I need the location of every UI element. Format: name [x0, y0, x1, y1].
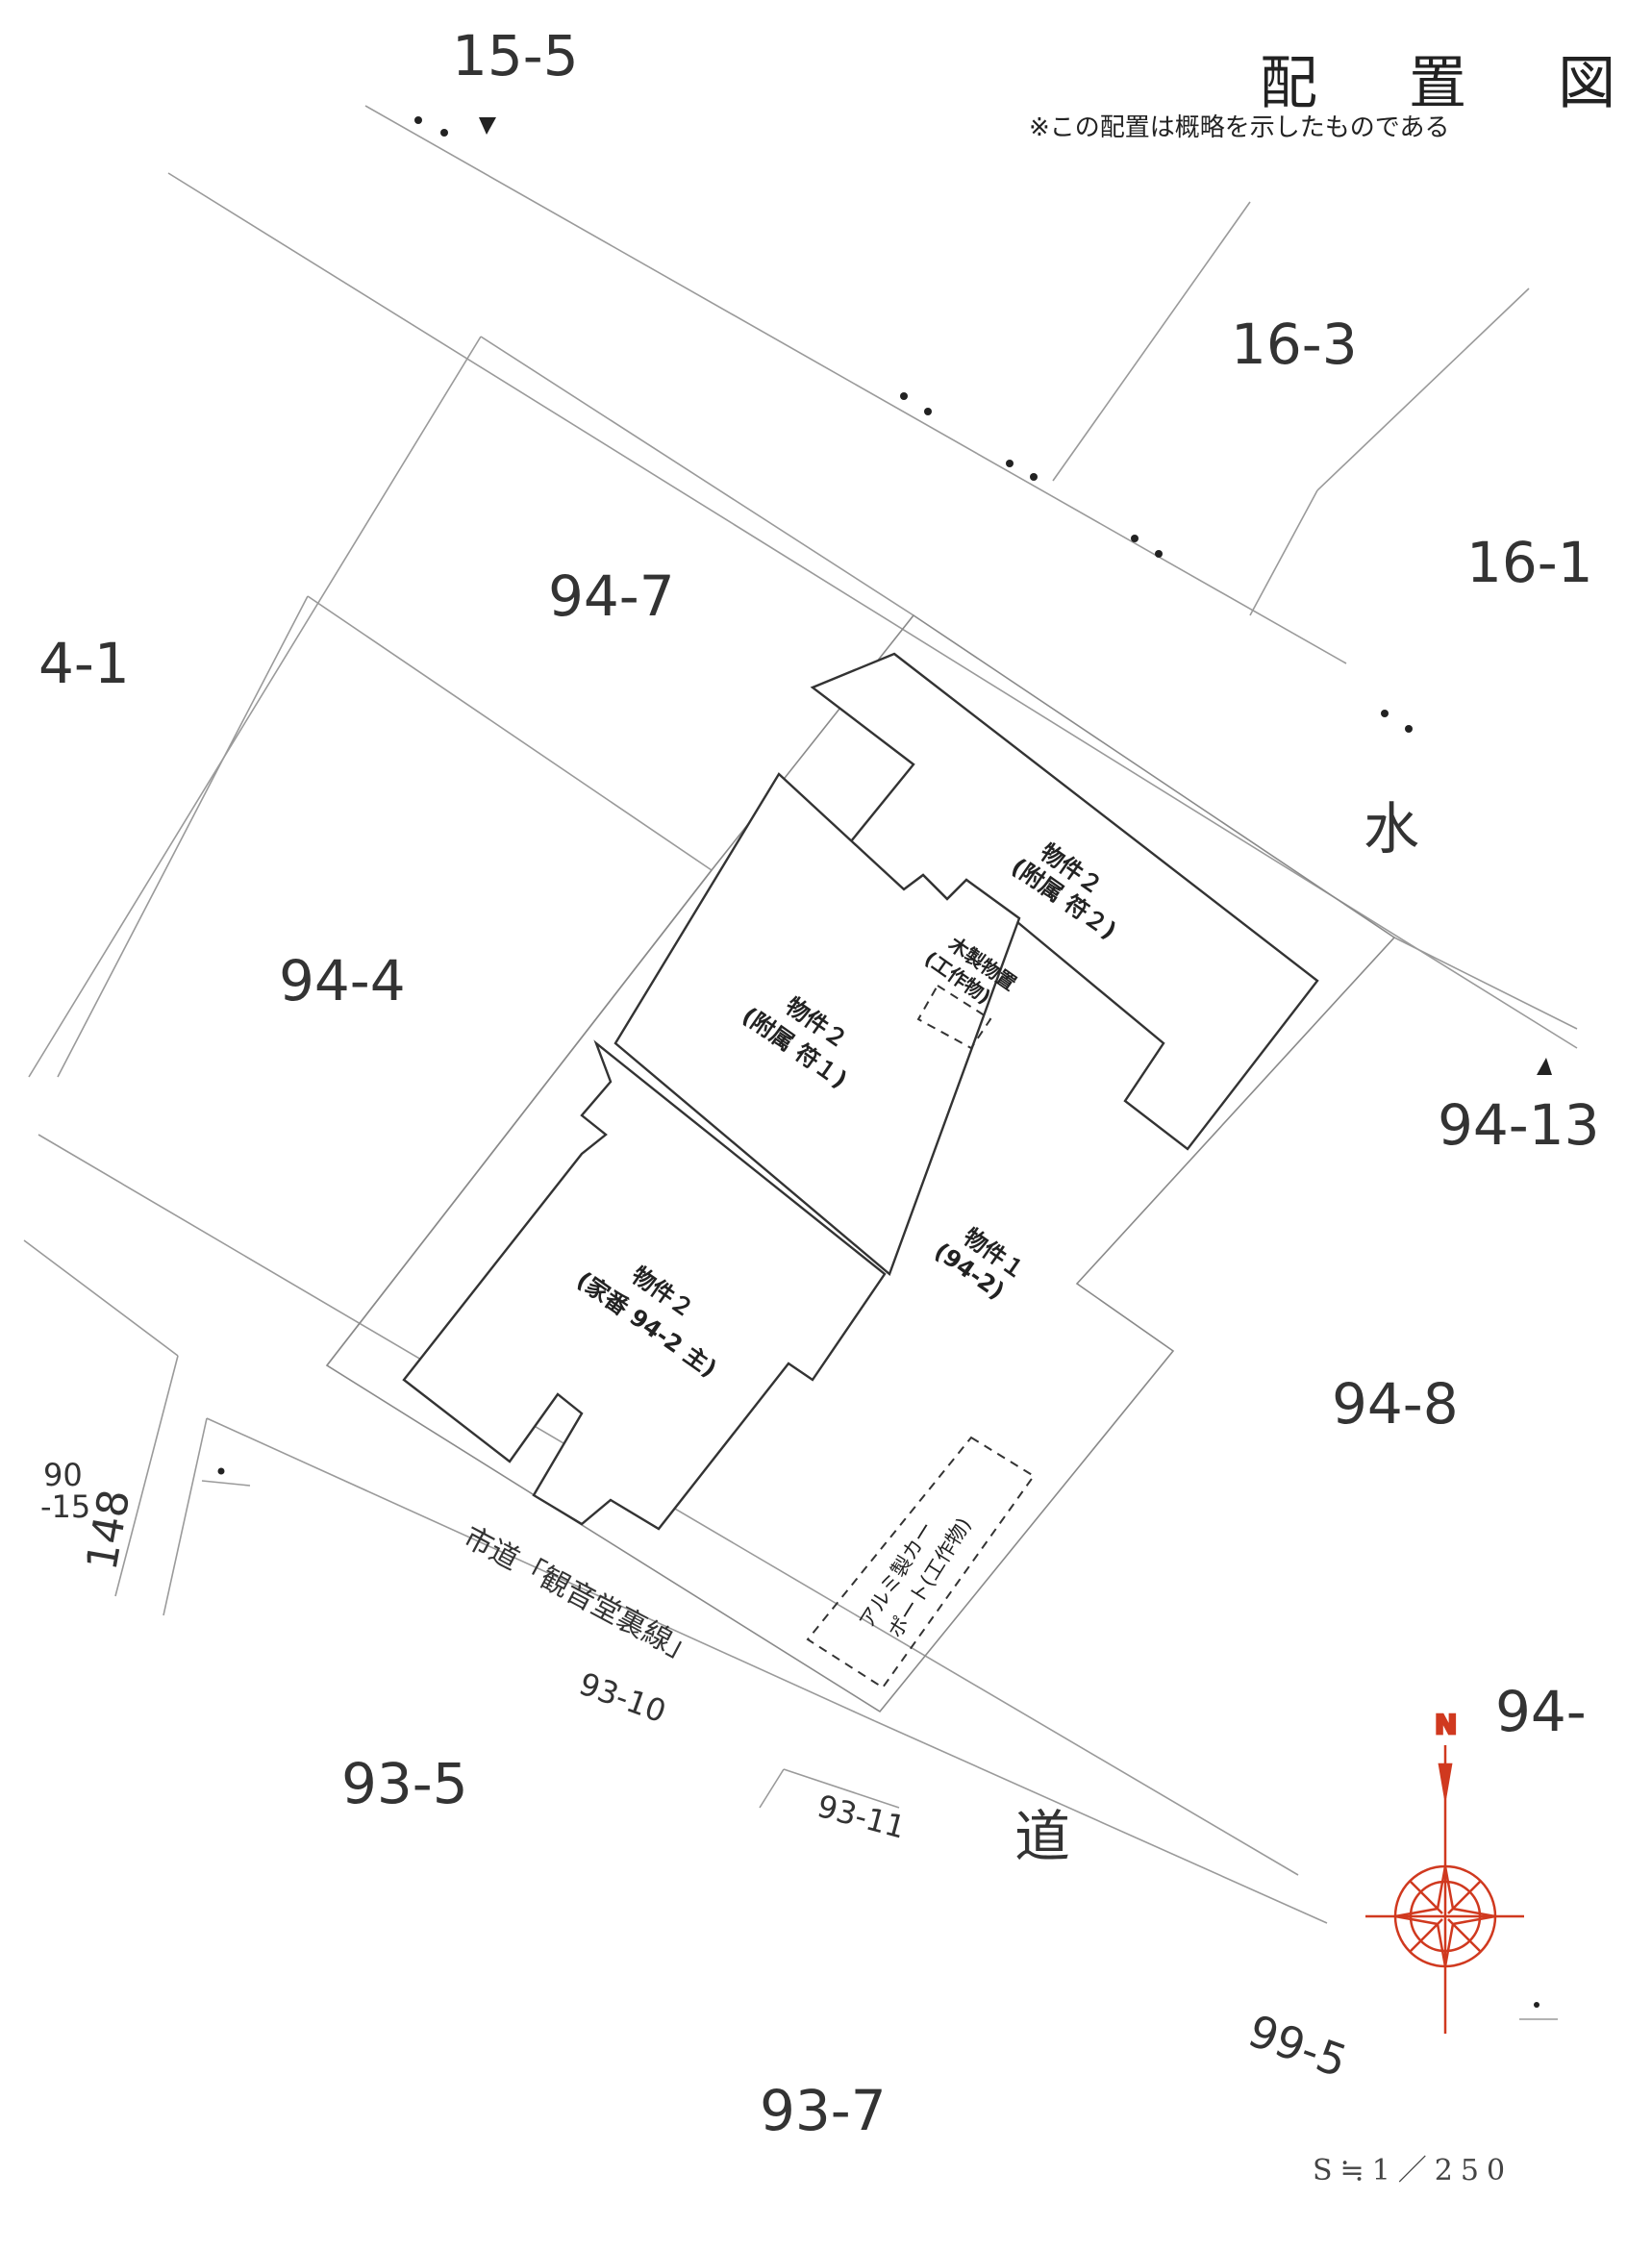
boundary-line: [874, 1720, 1328, 1924]
north-label: N: [1435, 1709, 1457, 1740]
lot-label: -15: [40, 1488, 90, 1525]
boundary-line: [783, 1768, 900, 1809]
boundary-line: [1316, 288, 1530, 491]
marker-dot: [1381, 710, 1389, 717]
lot-label: 94-7: [548, 563, 675, 629]
boundary-line: [1249, 489, 1318, 616]
north-arrow-icon: [1438, 1762, 1453, 1799]
marker-dot: [1155, 550, 1163, 558]
lot-label: 94-: [1495, 1679, 1587, 1744]
marker-dot: [1006, 460, 1014, 467]
triangle-marker-icon: [1537, 1058, 1552, 1075]
lot-label: 94-8: [1332, 1371, 1459, 1437]
disclaimer-note: ※この配置は概略を示したものである: [1029, 113, 1450, 142]
boundary-line: [201, 1480, 251, 1487]
lot-label: 99-5: [1241, 2005, 1354, 2088]
triangle-marker-icon: [479, 117, 496, 135]
lot-label: 93-7: [760, 2078, 887, 2143]
boundary-line: [480, 336, 914, 616]
scale-label: S≒1／250: [1313, 2154, 1514, 2188]
aluminum-carport: [806, 1436, 1036, 1689]
street-name: 市道「観音堂裏線」: [458, 1520, 703, 1672]
site-plan: 配 置 図 ※この配置は概略を示したものである S≒1／250: [23, 23, 1615, 2188]
lot-label: 16-3: [1231, 312, 1358, 377]
plan-drawing: 15-5 16-3 16-1 4-1 94-7 94-4 94-13 94-8 …: [23, 23, 1600, 2143]
boundary-line: [307, 595, 713, 871]
lot-label: 15-5: [452, 23, 579, 88]
boundary-line: [759, 1768, 785, 1809]
marker-dot: [440, 129, 448, 137]
compass-ring: [1409, 1880, 1482, 1953]
boundary-line: [57, 595, 309, 1078]
lot-label: 93-11: [813, 1788, 910, 1846]
marker-dot: [217, 1467, 225, 1475]
main-building: [402, 1039, 887, 1531]
buildings: [402, 652, 1319, 1531]
lot-label: 16-1: [1466, 530, 1593, 595]
marker-dot: [1030, 473, 1038, 481]
boundary-line: [1052, 201, 1251, 482]
dashed-structures: [806, 984, 1036, 1689]
lot-label: 4-1: [38, 631, 130, 696]
marker-dot: [414, 116, 422, 124]
marker-dot: [1534, 2002, 1539, 2008]
boundary-line: [114, 1355, 179, 1597]
compass-diagonal-lines: [1409, 1880, 1482, 1953]
boundary-markers: [217, 116, 1552, 2008]
boundary-line: [28, 336, 482, 1078]
lot-label: 94-13: [1438, 1092, 1600, 1158]
marker-dot: [1405, 725, 1413, 733]
compass-rose: N: [1365, 1708, 1524, 2034]
marker-dot: [900, 392, 908, 400]
lot-label: 93-10: [574, 1665, 670, 1731]
boundary-line: [23, 1239, 179, 1357]
page-title: 配 置 図: [1260, 50, 1652, 117]
road-label: 道: [1014, 1804, 1070, 1869]
boundary-line: [206, 1417, 876, 1722]
marker-dot: [1131, 535, 1139, 542]
compass-star-icon: [1394, 1865, 1496, 1967]
boundary-line: [1393, 937, 1578, 1030]
annex-building-1: [613, 772, 1021, 1277]
boundary-line: [364, 105, 1347, 664]
wooden-shed: [916, 984, 992, 1050]
boundary-line: [163, 1417, 208, 1616]
lot-label: 94-4: [279, 948, 406, 1013]
lot-label: 90: [43, 1457, 83, 1493]
lot-label: 93-5: [341, 1751, 468, 1816]
watercourse-label: 水: [1364, 796, 1419, 862]
marker-dot: [924, 408, 932, 415]
site-outline: [325, 613, 1396, 1713]
